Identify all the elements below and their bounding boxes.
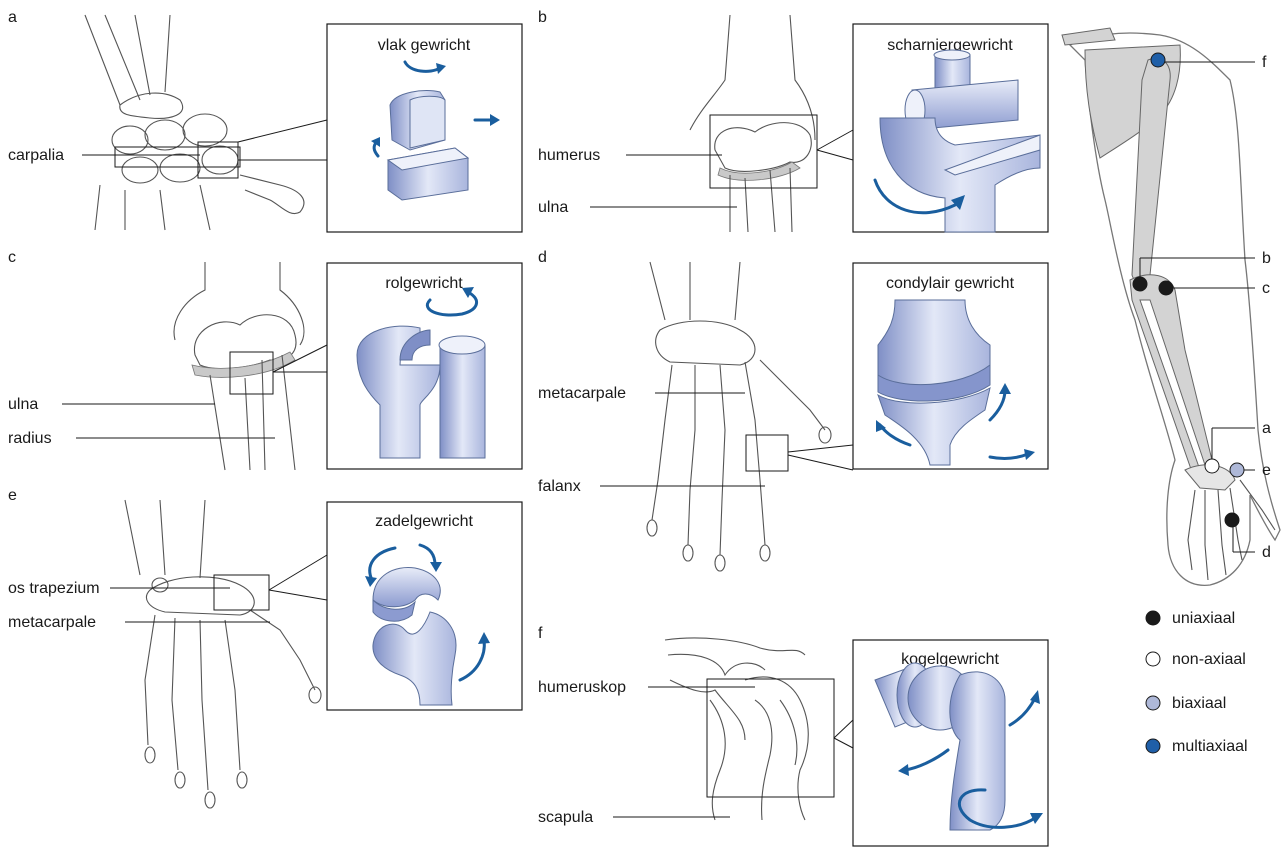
marker-dot-f [1151, 53, 1165, 67]
panel-a: a carpalia vlak gewricht [8, 9, 522, 232]
legend-swatch-biaxiaal [1146, 696, 1160, 710]
marker-letter-b: b [1262, 250, 1271, 267]
hand-illustration [647, 262, 831, 571]
panel-b: b humerus ulna scharniergewricht [538, 9, 1048, 232]
legend-label: uniaxiaal [1172, 610, 1235, 627]
panel-letter: a [8, 9, 17, 26]
inset-title: condylair gewricht [886, 275, 1015, 292]
label-humerus: humerus [538, 147, 600, 164]
wrist-illustration [85, 15, 304, 230]
marker-dot-d [1225, 513, 1239, 527]
legend-label: multiaxiaal [1172, 738, 1248, 755]
legend-swatch-uniaxiaal [1146, 611, 1160, 625]
zoom-region [746, 435, 788, 471]
label-humeruskop: humeruskop [538, 679, 626, 696]
marker-dot-a [1205, 459, 1219, 473]
label-carpalia: carpalia [8, 147, 64, 164]
marker-dot-c [1159, 281, 1173, 295]
inset-title: rolgewricht [385, 275, 463, 292]
legend-label: biaxiaal [1172, 695, 1226, 712]
marker-letter-c: c [1262, 280, 1270, 297]
panel-letter: c [8, 249, 16, 266]
label-falanx: falanx [538, 478, 581, 495]
legend: uniaxiaal non-axiaal biaxiaal multiaxiaa… [1146, 610, 1248, 755]
marker-dot-b [1133, 277, 1147, 291]
panel-letter: d [538, 249, 547, 266]
marker-letter-f: f [1262, 54, 1267, 71]
panel-letter: b [538, 9, 547, 26]
marker-letter-e: e [1262, 462, 1271, 479]
label-metacarpale: metacarpale [8, 614, 96, 631]
shoulder-illustration [665, 638, 808, 820]
marker-letter-a: a [1262, 420, 1271, 437]
elbow-illustration [690, 15, 815, 232]
label-ulna: ulna [538, 199, 568, 216]
panel-c: c ulna radius rolgewricht [8, 249, 522, 470]
panel-d: d metacarpale falanx condylair gewricht [538, 249, 1048, 571]
marker-dot-e [1230, 463, 1244, 477]
zoom-region [214, 575, 269, 610]
zoom-region [115, 147, 240, 167]
zoom-region [707, 679, 834, 797]
panel-letter: e [8, 487, 17, 504]
hand-illustration [125, 500, 321, 808]
panel-letter: f [538, 625, 543, 642]
label-radius: radius [8, 430, 52, 447]
inset-title: zadelgewricht [375, 513, 473, 530]
panel-f: f humeruskop scapula kogelgewricht [538, 625, 1048, 846]
label-metacarpale: metacarpale [538, 385, 626, 402]
panel-e: e os trapezium metacarpale zadelgewricht [8, 487, 522, 808]
label-scapula: scapula [538, 809, 593, 826]
inset-title: vlak gewricht [378, 37, 471, 54]
legend-label: non-axiaal [1172, 651, 1246, 668]
legend-swatch-multiaxiaal [1146, 739, 1160, 753]
label-ulna: ulna [8, 396, 38, 413]
label-os-trapezium: os trapezium [8, 580, 100, 597]
legend-swatch-non-axiaal [1146, 652, 1160, 666]
arm-overview: f b c a e d [1062, 28, 1280, 585]
marker-letter-d: d [1262, 544, 1271, 561]
